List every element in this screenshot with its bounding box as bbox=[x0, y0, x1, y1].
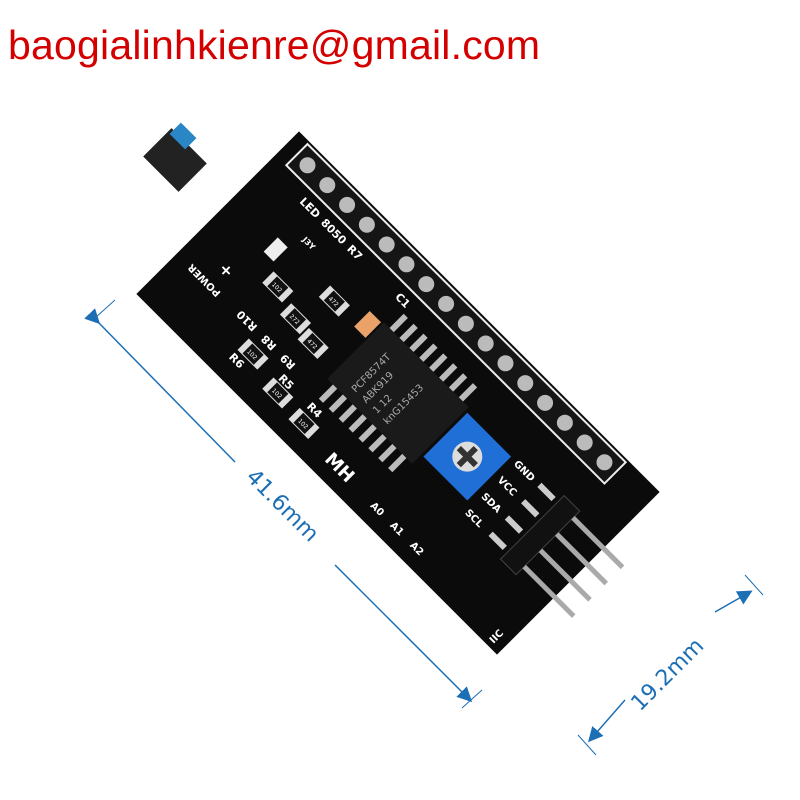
contrast-potentiometer[interactable] bbox=[423, 412, 512, 501]
i2c-lcd-backpack-board: LED 8050 R7 C1 J3Y + POWER R10 R8 R9 R6 … bbox=[136, 131, 660, 655]
width-label: 19.2mm bbox=[627, 634, 710, 717]
i2c-header-pins bbox=[488, 482, 625, 618]
watermark-email: baogialinhkienre@gmail.com bbox=[8, 22, 541, 68]
pcf8574t-chip: PCF8574T ABK919 1 12 knG15453 bbox=[318, 313, 478, 473]
capacitor-c1 bbox=[354, 310, 382, 338]
length-label: 41.6mm bbox=[241, 465, 324, 548]
width-dimension: 19.2mm bbox=[577, 574, 764, 756]
jumper-cap bbox=[143, 122, 207, 192]
smd-resistors: 102 472 272 472 102 102 102 bbox=[237, 237, 382, 439]
lcd-header-pins bbox=[299, 157, 613, 471]
power-led bbox=[263, 237, 288, 262]
